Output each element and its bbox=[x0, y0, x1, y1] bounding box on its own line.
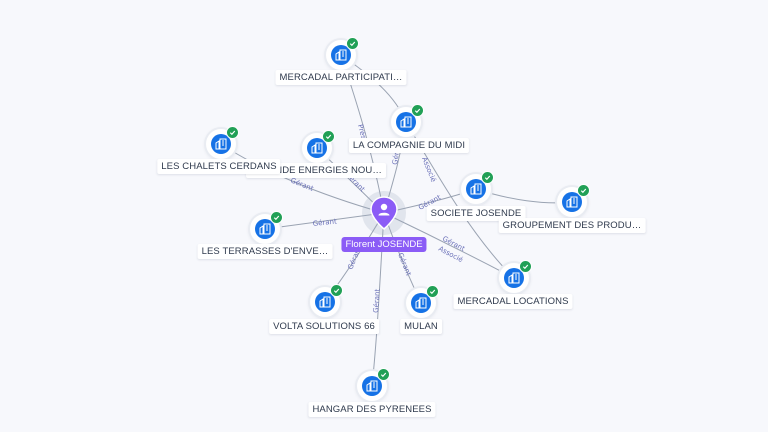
company-node-chalets-cerdans[interactable] bbox=[206, 126, 239, 159]
company-label-mulan[interactable]: MULAN bbox=[400, 319, 442, 334]
check-icon bbox=[414, 108, 421, 114]
edge-label-gerant-mulan: Gérant bbox=[396, 252, 413, 278]
building-icon bbox=[319, 296, 331, 308]
person-node[interactable] bbox=[370, 196, 398, 230]
check-icon bbox=[229, 130, 236, 136]
company-node-mulan[interactable] bbox=[406, 285, 439, 318]
building-icon bbox=[366, 380, 378, 392]
company-node-hangar-pyrenees[interactable] bbox=[357, 368, 390, 401]
check-icon bbox=[522, 264, 529, 270]
edge-label-gerant-chalets: Gérant bbox=[289, 176, 315, 193]
check-icon bbox=[333, 288, 340, 294]
check-icon bbox=[484, 175, 491, 181]
company-label-josende-energies[interactable]: JOSENDE ENERGIES NOU… bbox=[246, 163, 386, 178]
company-label-groupement-producteurs[interactable]: GROUPEMENT DES PRODU… bbox=[498, 218, 646, 233]
building-icon bbox=[566, 196, 578, 208]
company-node-terrasses[interactable] bbox=[250, 211, 283, 244]
check-icon bbox=[325, 134, 332, 140]
person-icon bbox=[378, 203, 390, 216]
check-icon bbox=[580, 188, 587, 194]
company-label-hangar-pyrenees[interactable]: HANGAR DES PYRENEES bbox=[308, 402, 436, 417]
edge-label-gerant-hangar: Gérant bbox=[372, 288, 382, 313]
company-label-compagnie-du-midi[interactable]: LA COMPAGNIE DU MIDI bbox=[348, 138, 470, 153]
person-label[interactable]: Florent JOSENDE bbox=[341, 237, 427, 252]
company-node-groupement-producteurs[interactable] bbox=[557, 184, 590, 217]
building-icon bbox=[400, 116, 412, 128]
check-icon bbox=[429, 289, 436, 295]
company-node-mercadal-locations[interactable] bbox=[499, 260, 532, 293]
check-icon bbox=[380, 372, 387, 378]
company-node-volta-solutions[interactable] bbox=[310, 284, 343, 317]
building-icon bbox=[215, 138, 227, 150]
company-node-josende-energies[interactable] bbox=[302, 130, 335, 163]
company-label-mercadal-locations[interactable]: MERCADAL LOCATIONS bbox=[453, 294, 573, 309]
check-icon bbox=[273, 215, 280, 221]
edge-label-gerant-terrasses: Gérant bbox=[312, 217, 337, 227]
edge-hangar-pyrenees bbox=[371, 212, 385, 387]
building-icon bbox=[335, 49, 347, 61]
edge-chalets-cerdans bbox=[220, 143, 385, 214]
building-icon bbox=[508, 272, 520, 284]
building-icon bbox=[415, 297, 427, 309]
company-label-societe-josende[interactable]: SOCIETE JOSENDE bbox=[426, 206, 526, 221]
building-icon bbox=[259, 223, 271, 235]
company-label-mercadal-participations[interactable]: MERCADAL PARTICIPATI… bbox=[275, 70, 407, 85]
company-node-compagnie-du-midi[interactable] bbox=[391, 104, 424, 137]
company-label-chalets-cerdans[interactable]: LES CHALETS CERDANS bbox=[157, 159, 281, 174]
edge-mercadal-locations bbox=[383, 212, 515, 279]
building-icon bbox=[311, 142, 323, 154]
company-node-mercadal-participations[interactable] bbox=[326, 37, 359, 70]
edge-label-associe-compagnie: Associé bbox=[420, 156, 437, 184]
company-label-terrasses[interactable]: LES TERRASSES D'ENVE… bbox=[197, 244, 333, 259]
company-label-volta-solutions[interactable]: VOLTA SOLUTIONS 66 bbox=[269, 319, 379, 334]
building-icon bbox=[470, 183, 482, 195]
company-node-societe-josende[interactable] bbox=[461, 171, 494, 204]
check-icon bbox=[349, 41, 356, 47]
edge-label-president: Prési bbox=[356, 124, 368, 142]
